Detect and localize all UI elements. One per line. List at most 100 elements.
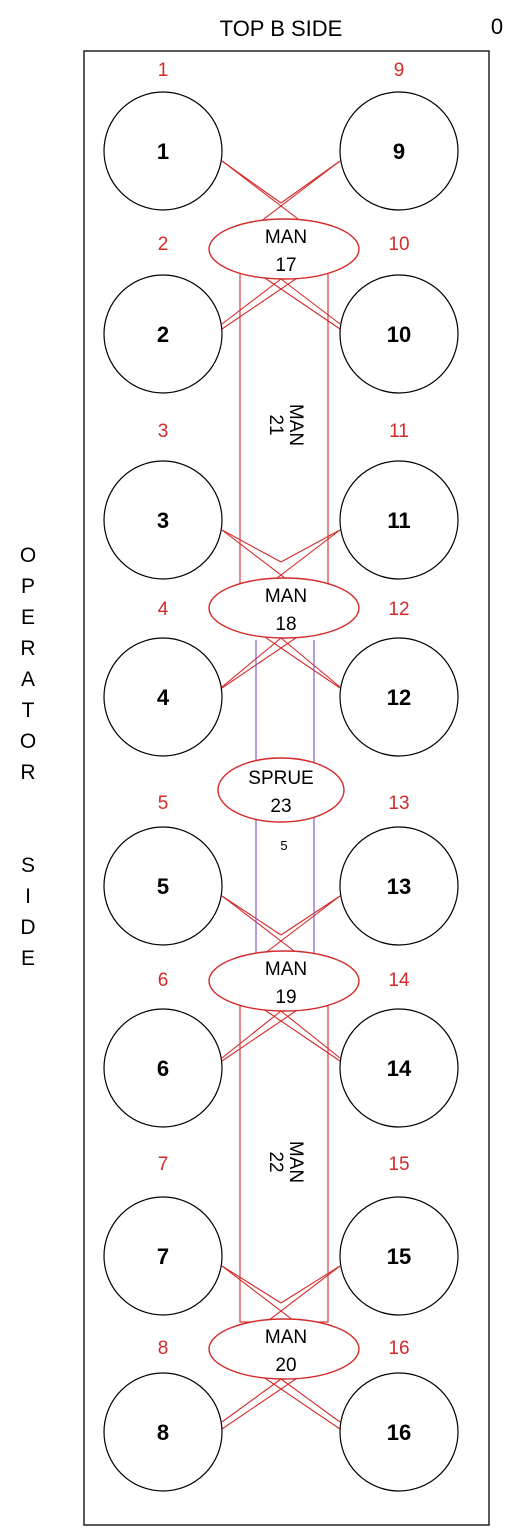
cavity-7[interactable]: 77 — [103, 1154, 223, 1316]
corner-value: 0 — [491, 14, 503, 39]
side-letter-4: R — [20, 637, 35, 660]
cavity-circle — [103, 460, 223, 580]
cavity-label: 15 — [388, 1154, 409, 1175]
cavity-group: 1122334455667788991010111112121313141415… — [103, 60, 459, 1492]
diagram-title: TOP B SIDE — [220, 16, 343, 41]
cavity-circle — [339, 637, 459, 757]
cavity-circle — [339, 1008, 459, 1128]
manifold-ellipse — [208, 577, 360, 639]
cavity-circle — [103, 826, 223, 946]
manifold-19[interactable]: MAN 19 — [208, 950, 360, 1012]
side-letter-6: T — [22, 699, 35, 722]
cavity-circle — [339, 1196, 459, 1316]
manifold-number: 20 — [275, 1355, 296, 1376]
runner-21-kind: MAN — [285, 404, 306, 446]
cavity-label: 12 — [388, 599, 409, 620]
manifold-20[interactable]: MAN 20 — [208, 1318, 360, 1380]
cavity-2[interactable]: 22 — [103, 234, 223, 394]
sprue-23: SPRUE 23 5 — [217, 757, 345, 853]
sprue-kind: SPRUE — [248, 768, 313, 789]
cavity-number: 1 — [157, 139, 169, 164]
cavity-label: 5 — [158, 793, 169, 814]
cavity-number: 16 — [387, 1420, 411, 1445]
cavity-label: 13 — [388, 793, 409, 814]
manifold-kind: MAN — [265, 586, 307, 607]
cavity-circle — [103, 274, 223, 394]
cavity-circle — [339, 274, 459, 394]
cavity-number: 7 — [157, 1244, 169, 1269]
cavity-6[interactable]: 66 — [103, 970, 223, 1128]
cavity-circle — [103, 637, 223, 757]
cavity-circle — [103, 1196, 223, 1316]
cavity-circle — [103, 1008, 223, 1128]
cavity-label: 2 — [158, 234, 169, 255]
cavity-circle — [339, 91, 459, 211]
runner-22-kind: MAN — [285, 1141, 306, 1183]
cavity-13[interactable]: 13 13 — [339, 793, 459, 946]
mold-frame — [83, 50, 490, 1526]
manifold-ellipse — [208, 218, 360, 280]
cavity-label: 6 — [158, 970, 169, 991]
cavity-label: 10 — [388, 234, 409, 255]
cavity-label: 14 — [388, 970, 410, 991]
manifold-number: 19 — [275, 987, 296, 1008]
side-letter-7: O — [20, 730, 36, 753]
cavity-label: 11 — [389, 421, 409, 442]
side-letter-9: S — [21, 854, 35, 877]
cavity-label: 7 — [158, 1154, 169, 1175]
manifold-number: 17 — [275, 255, 296, 276]
cavity-number: 15 — [387, 1244, 411, 1269]
side-letter-2: P — [21, 575, 35, 598]
cavity-9[interactable]: 99 — [339, 60, 459, 211]
cavity-11[interactable]: 11 11 — [339, 421, 459, 580]
side-letter-12: E — [21, 947, 35, 970]
cavity-number: 4 — [157, 685, 170, 710]
side-letter-10: I — [25, 885, 31, 908]
cavity-number: 8 — [157, 1420, 169, 1445]
cavity-number: 14 — [387, 1056, 412, 1081]
sprue-sub-label: 5 — [280, 838, 287, 853]
cavity-number: 10 — [387, 322, 411, 347]
cavity-label: 4 — [158, 599, 169, 620]
cavity-4[interactable]: 44 — [103, 599, 223, 757]
manifold-kind: MAN — [265, 1327, 307, 1348]
manifold-kind: MAN — [265, 959, 307, 980]
cavity-5[interactable]: 55 — [103, 793, 223, 946]
cavity-label: 8 — [158, 1338, 169, 1359]
sprue-ellipse — [217, 757, 345, 823]
cavity-label: 1 — [158, 60, 169, 81]
manifold-ellipse — [208, 950, 360, 1012]
cavity-label: 9 — [394, 60, 405, 81]
cavity-8[interactable]: 88 — [103, 1338, 223, 1492]
side-letter-8: R — [20, 761, 35, 784]
sprue-number: 23 — [270, 796, 291, 817]
runner-21-number: 21 — [265, 414, 286, 435]
runner-22-number: 22 — [265, 1151, 286, 1172]
side-letter-11: D — [20, 916, 35, 939]
manifold-kind: MAN — [265, 227, 307, 248]
cavity-label: 16 — [388, 1338, 409, 1359]
cavity-14[interactable]: 14 14 — [339, 970, 459, 1128]
cavity-circle — [339, 1372, 459, 1492]
manifold-17[interactable]: MAN 17 — [208, 218, 360, 280]
side-letter-3: E — [21, 606, 35, 629]
side-letter-5: A — [21, 668, 35, 691]
cavity-1[interactable]: 11 — [103, 60, 223, 211]
cavity-circle — [339, 826, 459, 946]
cavity-label: 3 — [158, 421, 169, 442]
cavity-circle — [103, 1372, 223, 1492]
cavity-10[interactable]: 10 10 — [339, 234, 459, 394]
cavity-number: 13 — [387, 874, 411, 899]
cavity-number: 6 — [157, 1056, 169, 1081]
side-letter-1: O — [20, 544, 36, 567]
cavity-number: 11 — [387, 508, 410, 533]
cavity-circle — [339, 460, 459, 580]
cavity-3[interactable]: 33 — [103, 421, 223, 580]
